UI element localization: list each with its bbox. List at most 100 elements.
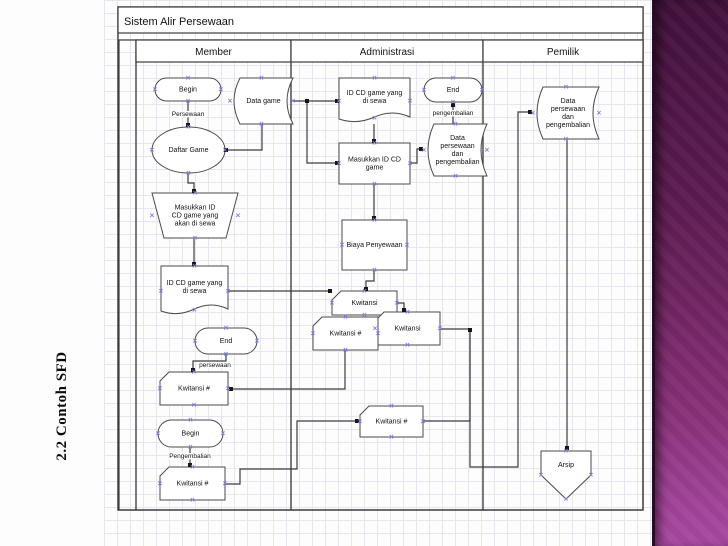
flowchart-node-datagame[interactable]: Data game	[233, 77, 294, 125]
connection-handle-icon: ×	[337, 159, 342, 168]
connection-handle-icon: ×	[193, 189, 198, 198]
node-shape-card[interactable]	[359, 405, 424, 438]
connection-handle-icon: ×	[422, 146, 427, 155]
connection-handle-icon: ×	[192, 401, 197, 410]
connection-handle-icon: ×	[188, 416, 193, 425]
connection-handle-icon: ×	[358, 417, 363, 426]
connector-e11[interactable]	[397, 302, 405, 310]
flowchart-node-biaya[interactable]: Biaya Penyewaan	[341, 219, 408, 271]
flowchart-node-akw1[interactable]: Kwitansi	[331, 290, 398, 316]
flowchart-node-arsip[interactable]: Arsip	[540, 450, 592, 500]
connector-e17[interactable]	[440, 111, 530, 468]
connection-handle-icon: ×	[226, 384, 231, 393]
node-shape-manual-input[interactable]	[151, 192, 239, 239]
node-shape-stored-data[interactable]	[536, 86, 600, 140]
connection-handle-icon: ×	[224, 324, 229, 333]
connector-label-e14: Pengembalian	[169, 453, 211, 460]
node-label: persewaan	[551, 106, 585, 113]
node-shape-terminator[interactable]	[423, 77, 483, 103]
flowchart-node-akw2[interactable]: Kwitansi #	[312, 316, 379, 351]
flowchart-node-mkw2[interactable]: Kwitansi #	[159, 466, 226, 501]
connection-handle-icon: ×	[405, 341, 410, 350]
node-label: End	[447, 87, 460, 94]
lane-separator-column	[118, 39, 137, 511]
node-label: pengembalian	[546, 122, 590, 129]
connector-e6[interactable]	[306, 101, 337, 164]
node-label: Begin	[182, 430, 200, 437]
node-shape-document[interactable]	[160, 265, 229, 315]
connection-handle-icon: ×	[422, 86, 427, 95]
arrowhead	[186, 123, 190, 127]
node-shape-terminator[interactable]	[194, 327, 258, 355]
connection-handle-icon: ×	[405, 308, 410, 317]
node-label: Kwitansi	[394, 325, 421, 332]
connector-e9[interactable]	[365, 270, 375, 289]
connection-handle-icon: ×	[193, 337, 198, 346]
connection-handle-icon: ×	[362, 287, 367, 296]
connection-handle-icon: ×	[192, 368, 197, 377]
diagram-title: Sistem Alir Persewaan	[124, 16, 234, 28]
node-shape-card[interactable]	[159, 466, 226, 501]
node-label: dan	[452, 151, 464, 158]
node-label: Kwitansi #	[178, 385, 210, 392]
flowchart-node-end1[interactable]: End	[194, 327, 258, 355]
connection-handle-icon: ×	[291, 97, 296, 106]
node-label: Data	[561, 98, 576, 105]
node-shape-card[interactable]	[159, 371, 229, 406]
connection-handle-icon: ×	[192, 262, 197, 271]
node-label: persewaan	[440, 143, 474, 150]
node-label: game	[366, 164, 384, 171]
flowchart-node-akw4[interactable]: Kwitansi #	[359, 405, 424, 438]
node-shape-document[interactable]	[338, 77, 411, 123]
flowchart-node-begin2[interactable]: Begin	[157, 419, 224, 448]
connection-handle-icon: ×	[564, 135, 569, 144]
arrowhead	[419, 147, 423, 151]
flowchart-node-daftar[interactable]: Daftar Game	[151, 126, 226, 174]
connection-handle-icon: ×	[564, 495, 569, 504]
connection-handle-icon: ×	[255, 337, 260, 346]
node-label: ID CD game yang	[347, 90, 403, 97]
connector-e15[interactable]	[225, 420, 357, 485]
connection-handle-icon: ×	[223, 146, 228, 155]
flowchart-node-mkw1[interactable]: Kwitansi #	[159, 371, 229, 406]
lane-header-pemilik-label: Pemilik	[547, 47, 580, 58]
node-shape-stored-data[interactable]	[233, 77, 294, 125]
node-label: Begin	[179, 86, 197, 93]
connection-handle-icon: ×	[451, 98, 456, 107]
connector-e3[interactable]	[187, 173, 195, 191]
connection-handle-icon: ×	[372, 139, 377, 148]
node-shape-process[interactable]	[341, 219, 408, 271]
node-label: Daftar Game	[168, 147, 208, 154]
connection-handle-icon: ×	[186, 169, 191, 178]
node-shape-terminator[interactable]	[154, 77, 222, 102]
connection-handle-icon: ×	[226, 287, 231, 296]
connector-e12[interactable]	[231, 350, 346, 390]
node-shape-process[interactable]	[338, 142, 411, 185]
connection-handle-icon: ×	[564, 83, 569, 92]
connector-e2[interactable]	[226, 124, 263, 151]
node-shape-offpage[interactable]	[540, 450, 592, 500]
arrowhead	[192, 189, 196, 193]
connection-handle-icon: ×	[438, 324, 443, 333]
flowchart-node-begin1[interactable]: Begin	[154, 77, 222, 102]
node-label: Data game	[246, 98, 280, 105]
node-shape-card[interactable]	[312, 316, 379, 351]
connection-handle-icon: ×	[337, 97, 342, 106]
node-shape-terminator[interactable]	[157, 419, 224, 448]
connection-handle-icon: ×	[236, 211, 241, 220]
node-label: Data	[450, 135, 465, 142]
connection-handle-icon: ×	[340, 241, 345, 250]
node-label: ID CD game yang	[167, 280, 223, 287]
connector-e13[interactable]	[192, 354, 227, 370]
arrowhead	[565, 446, 569, 450]
connection-handle-icon: ×	[158, 479, 163, 488]
node-shape-stored-data[interactable]	[427, 123, 488, 177]
flowchart-node-aend[interactable]: End	[423, 77, 483, 103]
node-shape-card[interactable]	[331, 290, 398, 316]
